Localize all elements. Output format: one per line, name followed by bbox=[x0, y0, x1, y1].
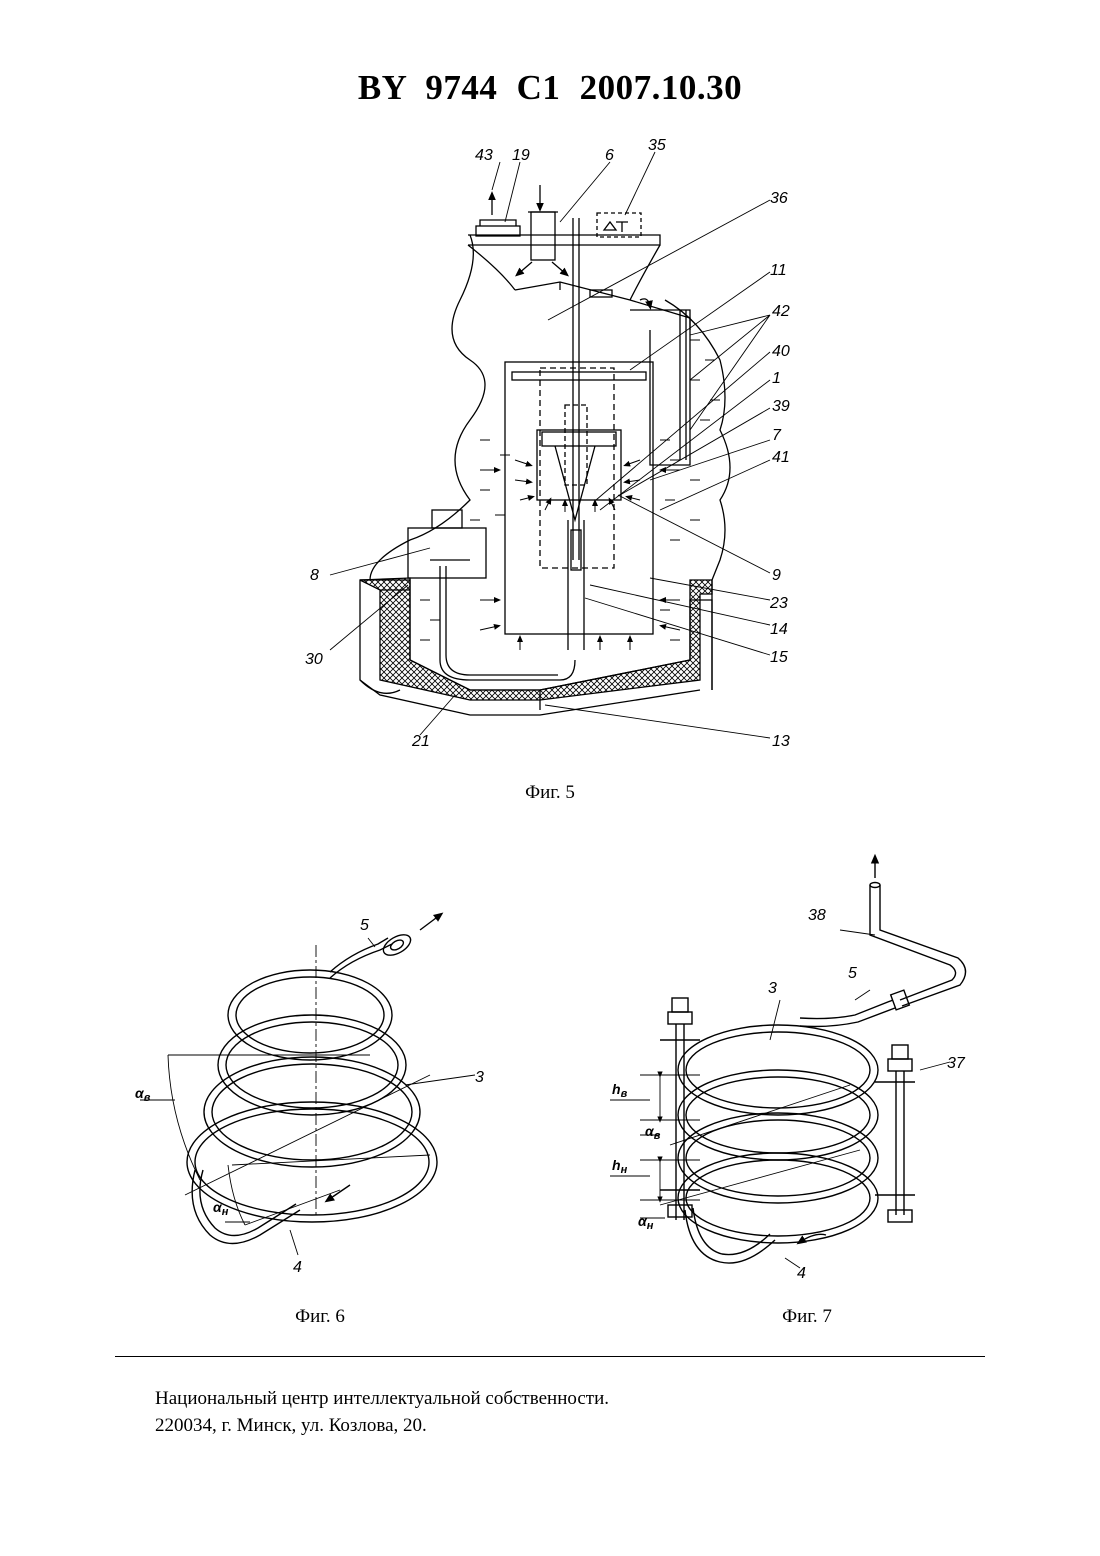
coil-turn-4 bbox=[187, 1102, 437, 1222]
figure-6-caption: Фиг. 6 bbox=[240, 1306, 400, 1328]
fig6-label-5: 5 bbox=[360, 917, 369, 934]
fig5-label-6: 6 bbox=[605, 147, 614, 164]
fig5-label-13: 13 bbox=[772, 733, 790, 750]
fig7-label-38: 38 bbox=[808, 907, 826, 924]
fig5-label-19: 19 bbox=[512, 147, 530, 164]
fig5-label-41: 41 bbox=[772, 449, 790, 466]
coil-turn-3 bbox=[204, 1057, 420, 1167]
fig5-label-30: 30 bbox=[305, 651, 323, 668]
coil-turn-3 bbox=[678, 1113, 878, 1203]
fig7-label-alpha-n: αн bbox=[638, 1213, 654, 1232]
outer-break-line bbox=[360, 235, 485, 693]
fig5-label-9: 9 bbox=[772, 567, 781, 584]
footer: Национальный центр интеллектуальной собс… bbox=[155, 1385, 609, 1439]
fig5-label-39: 39 bbox=[772, 398, 790, 415]
fig5-label-40: 40 bbox=[772, 343, 790, 360]
fig5-label-11: 11 bbox=[770, 262, 787, 279]
flange bbox=[380, 931, 414, 960]
right-stud bbox=[875, 1045, 915, 1222]
fig7-label-37: 37 bbox=[947, 1055, 966, 1072]
fig5-label-35: 35 bbox=[648, 137, 666, 154]
fig5-label-14: 14 bbox=[770, 621, 788, 638]
fig7-label-5: 5 bbox=[848, 965, 857, 982]
figure-7-caption: Фиг. 7 bbox=[727, 1306, 887, 1328]
patent-header: BY 9744 C1 2007.10.30 bbox=[0, 68, 1100, 108]
figure-6-drawing: 5 3 4 αв αн bbox=[120, 900, 510, 1290]
footer-line-2: 220034, г. Минск, ул. Козлова, 20. bbox=[155, 1412, 609, 1439]
fig5-label-23: 23 bbox=[769, 595, 788, 612]
fig5-label-36: 36 bbox=[770, 190, 788, 207]
fig6-label-alpha-v: αв bbox=[135, 1085, 151, 1104]
fig6-label-3: 3 bbox=[475, 1069, 484, 1086]
fig5-label-21: 21 bbox=[411, 733, 430, 750]
fig5-label-8: 8 bbox=[310, 567, 319, 584]
fig5-label-15: 15 bbox=[770, 649, 788, 666]
fig7-label-h-v: hв bbox=[612, 1081, 628, 1100]
fig7-label-alpha-v: αв bbox=[645, 1123, 661, 1142]
fig5-label-7: 7 bbox=[772, 427, 782, 444]
fig7-label-h-n: hн bbox=[612, 1157, 628, 1176]
fig5-label-1: 1 bbox=[772, 370, 781, 387]
footer-line-1: Национальный центр интеллектуальной собс… bbox=[155, 1385, 609, 1412]
figure-7-labels: 38 5 3 37 4 hв αв hн αн bbox=[612, 907, 966, 1282]
fig7-label-4: 4 bbox=[797, 1265, 806, 1282]
coil-turn-2 bbox=[218, 1015, 406, 1115]
fig5-label-43: 43 bbox=[475, 147, 493, 164]
footer-divider bbox=[115, 1356, 985, 1357]
figure-5-drawing: 43 19 6 35 36 11 42 40 1 39 7 41 9 23 14… bbox=[290, 130, 810, 760]
fig6-label-4: 4 bbox=[293, 1259, 302, 1276]
coil-turn-4 bbox=[678, 1153, 878, 1243]
figure-5-caption: Фиг. 5 bbox=[470, 782, 630, 804]
fig7-label-3: 3 bbox=[768, 980, 777, 997]
fig5-label-42: 42 bbox=[772, 303, 790, 320]
fig6-label-alpha-n: αн bbox=[213, 1199, 229, 1218]
figure-7-drawing: 38 5 3 37 4 hв αв hн αн bbox=[600, 850, 990, 1290]
left-stud bbox=[660, 998, 700, 1220]
insulation-layer bbox=[360, 578, 712, 700]
